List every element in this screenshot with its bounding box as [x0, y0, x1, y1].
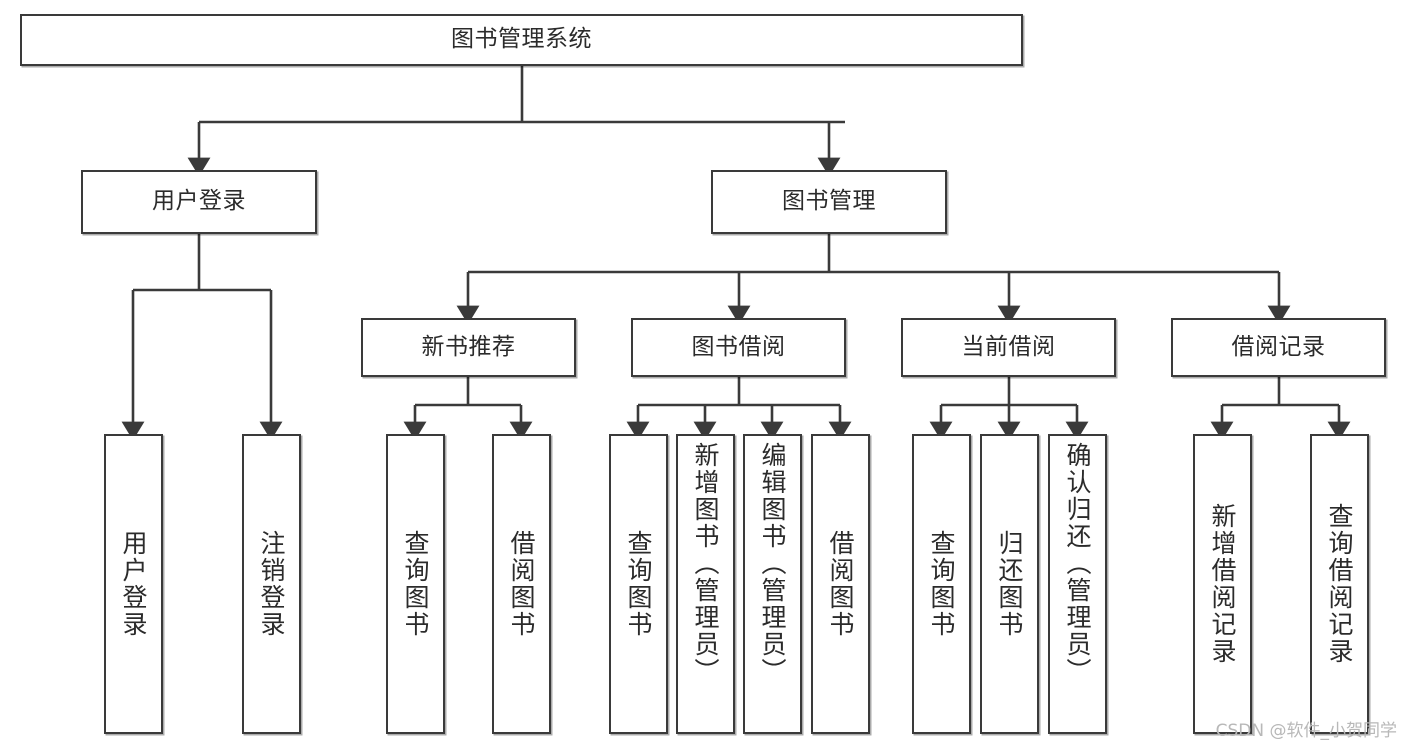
node-label: 确认归还（管理员）	[1063, 442, 1092, 685]
node-label: 归还图书	[995, 530, 1024, 638]
node-current-borrow[interactable]: 当前借阅	[901, 318, 1116, 377]
node-label: 图书管理	[782, 188, 876, 215]
leaf-user-login-logout[interactable]: 注销登录	[242, 434, 301, 734]
node-new-book-recommend[interactable]: 新书推荐	[361, 318, 576, 377]
node-label: 图书管理系统	[451, 26, 592, 53]
node-label: 当前借阅	[961, 333, 1056, 360]
node-book-borrow[interactable]: 图书借阅	[631, 318, 846, 377]
node-label: 借阅记录	[1231, 333, 1326, 360]
leaf-book-borrow-add-book[interactable]: 新增图书（管理员）	[676, 434, 735, 734]
node-label: 借阅图书	[826, 530, 855, 638]
node-label: 查询图书	[624, 530, 653, 638]
leaf-new-book-query-book[interactable]: 查询图书	[386, 434, 445, 734]
node-label: 借阅图书	[507, 530, 536, 638]
node-label: 编辑图书（管理员）	[758, 442, 787, 685]
node-label: 查询借阅记录	[1325, 503, 1354, 665]
leaf-current-borrow-return-book[interactable]: 归还图书	[980, 434, 1039, 734]
leaf-borrow-record-query-record[interactable]: 查询借阅记录	[1310, 434, 1369, 734]
node-label: 新书推荐	[421, 333, 516, 360]
node-label: 查询图书	[927, 530, 956, 638]
leaf-borrow-record-add-record[interactable]: 新增借阅记录	[1193, 434, 1252, 734]
node-user-login[interactable]: 用户登录	[81, 170, 317, 234]
node-label: 新增图书（管理员）	[691, 442, 720, 685]
leaf-book-borrow-borrow-book[interactable]: 借阅图书	[811, 434, 870, 734]
node-borrow-record[interactable]: 借阅记录	[1171, 318, 1386, 377]
leaf-current-borrow-confirm-return[interactable]: 确认归还（管理员）	[1048, 434, 1107, 734]
leaf-book-borrow-query-book[interactable]: 查询图书	[609, 434, 668, 734]
node-label: 用户登录	[119, 530, 148, 638]
leaf-book-borrow-edit-book[interactable]: 编辑图书（管理员）	[743, 434, 802, 734]
leaf-current-borrow-query-book[interactable]: 查询图书	[912, 434, 971, 734]
node-label: 查询图书	[401, 530, 430, 638]
node-root-system[interactable]: 图书管理系统	[20, 14, 1023, 66]
node-label: 新增借阅记录	[1208, 503, 1237, 665]
watermark: CSDN @软件_小贺同学	[1215, 721, 1397, 741]
leaf-user-login-login[interactable]: 用户登录	[104, 434, 163, 734]
node-label: 注销登录	[257, 530, 286, 638]
leaf-new-book-borrow-book[interactable]: 借阅图书	[492, 434, 551, 734]
node-label: 图书借阅	[691, 333, 786, 360]
node-label: 用户登录	[152, 188, 246, 215]
node-book-management[interactable]: 图书管理	[711, 170, 947, 234]
